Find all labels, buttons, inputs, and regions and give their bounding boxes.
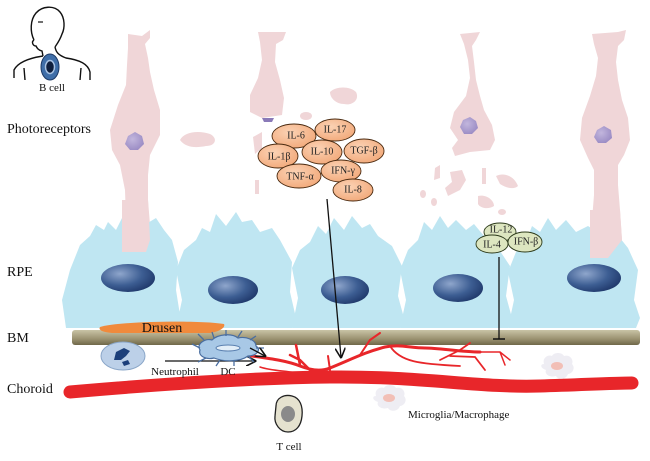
cytokine-stimulation-arrow (326, 198, 341, 357)
cytokine-il17 (314, 118, 356, 142)
photoreceptor-fragment (255, 180, 259, 194)
cytokine-label: IL-4 (483, 239, 501, 250)
photoreceptor-fragment (445, 170, 466, 196)
photoreceptor-outer-segment (590, 210, 622, 258)
layer-label-bm: BM (7, 331, 29, 346)
cytokine-label: IL-1β (268, 151, 291, 162)
dc-nucleus (215, 344, 241, 352)
cytokine-tnfa (276, 163, 322, 189)
photoreceptor-nucleus (125, 132, 144, 150)
drusen-label: Drusen (142, 321, 182, 336)
neovascular-branch (288, 343, 320, 380)
dc-migration-arrow (249, 348, 265, 356)
t-cell-label: T cell (276, 441, 301, 453)
microglia-label: Microglia/Macrophage (408, 409, 510, 421)
rpe-cell (292, 216, 404, 328)
photoreceptor-nucleus-partial (262, 118, 274, 122)
dendritic-cell (191, 330, 264, 367)
photoreceptor-nucleus (594, 126, 612, 143)
cytokine-label: IL-17 (324, 124, 347, 135)
neovascular-branch (327, 332, 381, 371)
patient-figure: B cell (13, 6, 91, 94)
cytokine-ifnb (507, 231, 543, 253)
photoreceptor-fragment (434, 165, 440, 180)
photoreceptor-fragment (482, 168, 486, 184)
photoreceptor-fragment (180, 132, 215, 148)
neovascular-branch (243, 344, 482, 372)
photoreceptor-layer (110, 30, 630, 248)
neutrophil-label: Neutrophil (151, 366, 199, 378)
rpe-nucleus (567, 264, 621, 292)
photoreceptor-nucleus (460, 117, 478, 134)
protective-cytokine-cluster (475, 222, 543, 254)
person-head-outline (30, 6, 65, 57)
photoreceptor-fragment (300, 112, 312, 120)
microglia-cell (373, 385, 406, 411)
microglia-nucleus (383, 394, 395, 402)
main-choroidal-vessel (63, 370, 639, 399)
proinflammatory-cytokine-cluster (257, 118, 385, 202)
cytokine-label: IFN-β (514, 236, 539, 247)
photoreceptor-cell-degraded (250, 32, 286, 118)
photoreceptor-fragment (253, 132, 262, 154)
cytokine-label: IL-8 (344, 184, 362, 195)
photoreceptor-fragment (330, 87, 358, 105)
rpe-nucleus (321, 276, 369, 304)
drusen-deposit (99, 321, 225, 333)
microglia-nucleus (551, 362, 563, 370)
choroid-vessels (63, 332, 639, 399)
cytokine-il8 (332, 178, 374, 202)
photoreceptor-fragment (431, 198, 437, 206)
neutrophil-cell (100, 341, 146, 371)
cytokine-label: IL-6 (287, 130, 305, 141)
dc-label: DC (220, 366, 235, 378)
b-cell-label: B cell (39, 82, 65, 94)
rpe-cell (176, 212, 296, 328)
cytokine-label: TGF-β (350, 145, 377, 156)
cytokine-il6 (271, 123, 317, 149)
t-cell-nucleus (281, 406, 295, 422)
neovascular-branch (479, 351, 511, 366)
layer-label-rpe: RPE (7, 265, 33, 280)
b-cell-nucleus-icon (44, 59, 56, 75)
microglia-cell (541, 353, 574, 379)
cytokine-il1b (257, 143, 299, 169)
cytokine-tgfb (343, 138, 385, 164)
neutrophil-nucleus (114, 348, 130, 366)
person-shoulders (13, 46, 91, 81)
neovascular-branch (259, 366, 306, 376)
t-cell (274, 394, 303, 433)
photoreceptor-fragment (498, 209, 506, 215)
rpe-nucleus (208, 276, 258, 304)
cytokine-label: IL-10 (311, 146, 334, 157)
cytokine-il10 (301, 139, 343, 165)
photoreceptor-cell-degraded (450, 32, 495, 156)
photoreceptor-outer-segment (122, 200, 150, 252)
cytokine-label: IFN-γ (331, 165, 355, 176)
rpe-nucleus (433, 274, 483, 302)
cytokine-label: IL-12 (490, 224, 513, 235)
photoreceptor-fragment (478, 195, 494, 209)
photoreceptor-fragment (420, 190, 426, 198)
neovascular-branch (389, 342, 486, 371)
layer-label-photoreceptors: Photoreceptors (7, 122, 91, 137)
cytokine-label: TNF-α (286, 171, 314, 182)
rpe-nucleus (101, 264, 155, 292)
photoreceptor-fragment (496, 174, 518, 189)
layer-label-choroid: Choroid (7, 382, 53, 397)
